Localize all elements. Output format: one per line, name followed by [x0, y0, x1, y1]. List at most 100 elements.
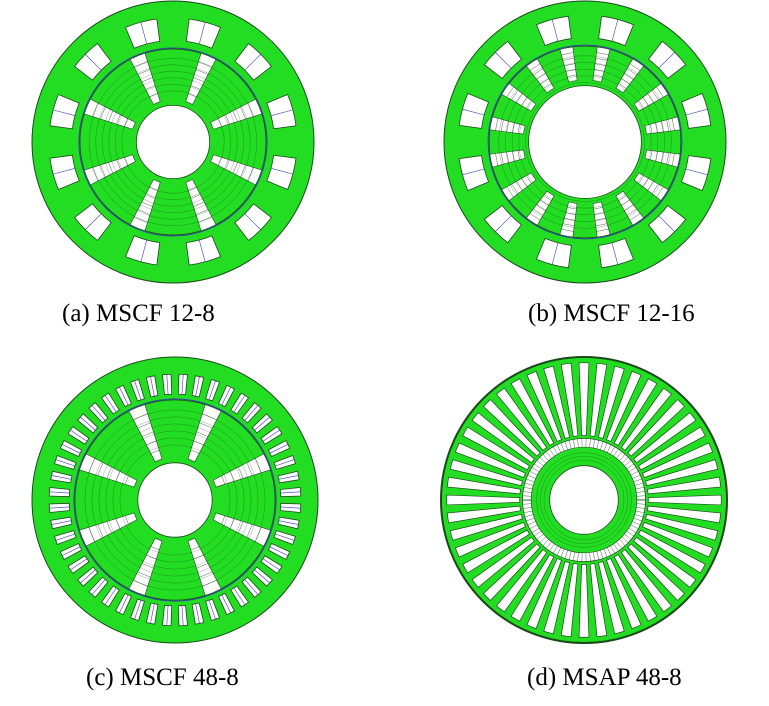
magnet-hatch	[500, 119, 504, 132]
magnet-hatch	[506, 121, 509, 132]
stator-slot	[185, 18, 222, 49]
magnet-hatch	[553, 446, 558, 455]
coil-line	[134, 600, 142, 620]
magnet-hatch	[633, 478, 642, 483]
stator-slot	[162, 373, 173, 396]
magnet-hatch	[596, 52, 609, 56]
stator-slot	[606, 370, 642, 442]
magnet-hatch	[589, 552, 591, 562]
magnet-hatch	[626, 208, 637, 216]
stator-slot	[606, 558, 642, 630]
magnet-hatch	[536, 533, 544, 540]
coil-line	[140, 239, 148, 262]
coil-line	[134, 380, 142, 400]
magnet-hatch	[527, 521, 536, 526]
coil-line	[85, 54, 102, 71]
magnet-hatch	[512, 151, 515, 162]
magnet-hatch	[600, 441, 604, 450]
coil-line	[262, 429, 280, 442]
coil-line	[119, 387, 129, 406]
magnet-hatch	[568, 551, 572, 560]
magnet-hatch	[145, 85, 156, 90]
rotor-magnet	[212, 512, 271, 547]
stator-slot	[510, 554, 555, 622]
coil-line	[91, 405, 106, 421]
magnet-hatch	[628, 467, 637, 473]
coil-line	[244, 54, 261, 71]
magnet-hatch	[661, 121, 664, 132]
stator-slot	[266, 93, 297, 130]
cross-section-d	[440, 356, 728, 644]
magnet-hatch	[561, 228, 574, 232]
coil-line	[62, 546, 81, 556]
air-gap	[487, 44, 683, 240]
magnet-hatch	[141, 431, 154, 437]
magnet-hatch	[146, 440, 157, 446]
coil-line	[658, 215, 675, 232]
coil-line	[270, 109, 293, 117]
rotor-magnet	[79, 512, 138, 547]
rotor-magnet	[79, 453, 138, 488]
magnet-hatch	[247, 102, 254, 117]
magnet-hatch	[607, 547, 612, 556]
magnet-hatch	[651, 90, 659, 101]
magnet-hatch	[671, 118, 675, 131]
coil-line	[278, 520, 299, 525]
flux-line	[98, 423, 252, 577]
magnet-hatch	[188, 93, 197, 98]
magnet-hatch	[145, 194, 156, 199]
coil-line	[280, 506, 301, 509]
coil-line	[208, 600, 216, 620]
coil-line	[70, 558, 88, 571]
magnet-hatch	[626, 463, 634, 470]
magnet-hatch	[549, 448, 555, 457]
magnet-hatch	[124, 157, 129, 166]
coil-line	[150, 603, 155, 624]
magnet-hatch	[225, 159, 230, 170]
magnet-hatch	[596, 551, 600, 560]
magnet-hatch	[238, 466, 244, 479]
caption-d: (d) MSAP 48-8	[527, 664, 682, 691]
magnet-hatch	[512, 122, 515, 133]
shaft-hole	[549, 465, 619, 535]
magnet-hatch	[137, 571, 151, 578]
coil-line	[195, 603, 200, 624]
stator-slot	[645, 459, 719, 487]
rotor-magnet	[501, 82, 537, 112]
magnet-hatch	[626, 530, 634, 537]
magnet-hatch	[141, 563, 154, 569]
magnet-hatch	[629, 63, 641, 71]
coil-line	[233, 395, 246, 413]
stator-slot	[496, 549, 548, 613]
coil-line	[49, 491, 70, 494]
flux-line	[102, 71, 244, 213]
magnet-hatch	[618, 83, 627, 89]
stator-slot	[510, 378, 555, 446]
rotor-magnet	[559, 46, 578, 83]
stator-slot	[49, 154, 80, 191]
stator-slot	[454, 522, 526, 558]
magnet-hatch	[655, 151, 658, 162]
coil-line	[221, 594, 231, 613]
magnet-hatch	[246, 524, 253, 538]
stator-slot	[266, 154, 297, 191]
magnet-hatch	[561, 52, 574, 56]
magnet-hatch	[534, 463, 542, 470]
magnet-hatch	[553, 545, 558, 554]
magnet-hatch	[115, 518, 121, 529]
magnet-hatch	[593, 74, 603, 77]
magnet-hatch	[632, 521, 641, 526]
flux-line	[536, 452, 632, 548]
magnet-hatch	[671, 153, 675, 166]
stator-slot	[645, 513, 719, 541]
stator-slot	[483, 399, 541, 457]
coil-line	[685, 108, 708, 116]
stator-slot	[613, 378, 658, 446]
stator-slot	[446, 505, 521, 524]
rotor-magnet	[128, 404, 163, 463]
magnet-hatch	[133, 61, 148, 68]
coil-line	[80, 416, 96, 431]
shaft-hole	[528, 85, 642, 199]
magnet-hatch	[666, 152, 670, 165]
magnet-hatch	[240, 106, 246, 120]
